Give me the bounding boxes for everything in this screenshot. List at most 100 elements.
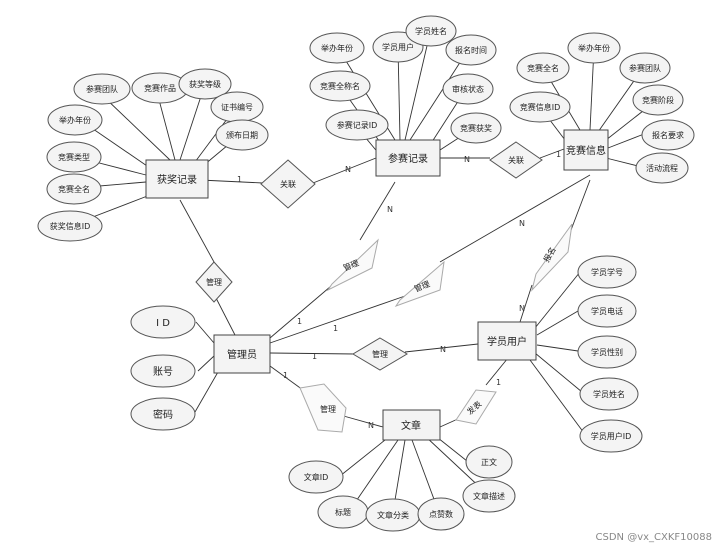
- cardinality-one: 1: [283, 371, 288, 380]
- cardinality-one: 1: [312, 352, 317, 361]
- attribute: 竞赛信息ID: [509, 91, 571, 123]
- attribute: 学员用户ID: [579, 419, 643, 453]
- entities: 获奖记录 参赛记录 竞赛信息 管理员 学员用户 文章: [145, 129, 609, 441]
- svg-text:竞赛类型: 竞赛类型: [58, 152, 90, 162]
- svg-text:证书编号: 证书编号: [221, 102, 253, 112]
- attribute: 参赛团队: [619, 52, 671, 84]
- svg-text:关联: 关联: [508, 155, 524, 165]
- relationship-admin-award: 管理: [195, 261, 233, 303]
- svg-text:举办年份: 举办年份: [59, 115, 91, 125]
- svg-text:学员姓名: 学员姓名: [415, 26, 447, 36]
- svg-text:竞赛全称名: 竞赛全称名: [320, 81, 360, 91]
- svg-text:竞赛全名: 竞赛全名: [527, 63, 559, 73]
- attribute: 学员性别: [577, 335, 637, 369]
- relationships: 关联 关联 管理 管理 管理 报名 管理 管理: [195, 141, 573, 433]
- entity-award-record: 获奖记录: [145, 159, 209, 199]
- attribute: 审核状态: [442, 73, 494, 105]
- svg-text:活动流程: 活动流程: [646, 163, 678, 173]
- svg-text:获奖等级: 获奖等级: [189, 79, 221, 89]
- attribute: 竞赛全名: [516, 52, 570, 84]
- svg-text:竞赛获奖: 竞赛获奖: [460, 123, 492, 133]
- attribute: 学员学号: [577, 255, 637, 289]
- svg-text:管理: 管理: [372, 349, 388, 359]
- svg-text:正文: 正文: [481, 457, 497, 467]
- svg-text:管理: 管理: [206, 277, 222, 287]
- cardinality-many: N: [387, 205, 393, 214]
- svg-text:账号: 账号: [153, 366, 173, 378]
- svg-text:标题: 标题: [335, 507, 351, 517]
- svg-text:点赞数: 点赞数: [429, 509, 453, 519]
- attribute: 学员电话: [577, 294, 637, 328]
- attribute: 报名要求: [641, 119, 695, 151]
- attribute: 竞赛阶段: [632, 84, 684, 116]
- attribute: 活动流程: [635, 152, 689, 184]
- attribute: 学员姓名: [405, 15, 457, 47]
- entity-student-user: 学员用户: [477, 321, 537, 361]
- attribute: 竞赛全称名: [309, 70, 371, 102]
- attributes-contest: 竞赛全名 举办年份 参赛团队 竞赛阶段 竞赛信息ID 报名要求 活动流程: [509, 32, 695, 184]
- attributes-admin: I D 账号 密码: [130, 305, 196, 431]
- svg-text:报名时间: 报名时间: [455, 45, 487, 55]
- attributes-award: 参赛团队 竞赛作品 获奖等级 举办年份 证书编号 颁布日期 竞赛类型 竞赛全名 …: [37, 68, 269, 242]
- cardinality-many: N: [368, 421, 374, 430]
- entity-label: 竞赛信息: [566, 144, 606, 157]
- attribute: 点赞数: [417, 497, 465, 531]
- relationship-admin-entry: 管理: [326, 238, 379, 292]
- attribute: 学员姓名: [579, 377, 639, 411]
- attribute: 参赛团队: [73, 73, 131, 105]
- cardinality-one: 1: [297, 317, 302, 326]
- relationship-entry-contest: 关联: [489, 141, 543, 179]
- svg-text:报名要求: 报名要求: [652, 130, 684, 140]
- cardinality-one: 1: [556, 150, 561, 159]
- relationship-admin-student: 管理: [352, 337, 408, 371]
- svg-text:I D: I D: [156, 318, 170, 329]
- entity-admin: 管理员: [213, 334, 271, 374]
- svg-text:获奖信息ID: 获奖信息ID: [50, 221, 91, 231]
- attribute: 竞赛全名: [46, 173, 102, 205]
- attributes-student: 学员学号 学员电话 学员性别 学员姓名 学员用户ID: [577, 255, 643, 453]
- svg-text:密码: 密码: [153, 408, 173, 421]
- svg-text:学员性别: 学员性别: [591, 347, 623, 357]
- relationship-student-article: 发表: [455, 389, 497, 425]
- attribute: 颁布日期: [215, 119, 269, 151]
- svg-text:管理: 管理: [320, 404, 336, 414]
- attribute: 密码: [130, 397, 196, 431]
- attribute: 获奖信息ID: [37, 210, 103, 242]
- cardinality-one: 1: [237, 175, 242, 184]
- svg-text:学员学号: 学员学号: [591, 267, 623, 277]
- attribute: 举办年份: [309, 32, 365, 64]
- attribute: 竞赛类型: [46, 141, 102, 173]
- svg-text:参赛团队: 参赛团队: [86, 84, 118, 94]
- entity-article: 文章: [382, 409, 441, 441]
- svg-text:举办年份: 举办年份: [578, 43, 610, 53]
- attribute: 正文: [465, 445, 513, 479]
- svg-text:举办年份: 举办年份: [321, 43, 353, 53]
- svg-text:文章ID: 文章ID: [304, 472, 329, 482]
- cardinality-many: N: [519, 304, 525, 313]
- svg-text:关联: 关联: [280, 179, 296, 189]
- entity-contest-info: 竞赛信息: [563, 129, 609, 171]
- attributes-article: 文章ID 标题 文章分类 点赞数 文章描述 正文: [288, 445, 516, 532]
- entity-label: 管理员: [227, 348, 257, 361]
- relationship-admin-contest: 管理: [394, 260, 445, 307]
- svg-text:竞赛全名: 竞赛全名: [58, 184, 90, 194]
- svg-text:文章分类: 文章分类: [377, 510, 409, 520]
- attribute: 标题: [317, 495, 369, 529]
- svg-text:参赛记录ID: 参赛记录ID: [337, 120, 378, 130]
- cardinality-one: 1: [496, 378, 501, 387]
- cardinality-many: N: [345, 165, 351, 174]
- svg-text:学员用户: 学员用户: [382, 42, 414, 52]
- entity-label: 文章: [401, 419, 421, 432]
- attribute: 账号: [130, 354, 196, 388]
- entity-label: 参赛记录: [388, 152, 428, 165]
- svg-text:学员用户ID: 学员用户ID: [591, 431, 632, 441]
- entity-label: 获奖记录: [157, 173, 197, 186]
- entity-label: 学员用户: [487, 335, 527, 348]
- attribute: I D: [130, 305, 196, 339]
- attribute: 文章分类: [365, 498, 421, 532]
- attribute: 获奖等级: [178, 68, 232, 100]
- relationship-student-contest: 报名: [531, 223, 573, 292]
- cardinality-many: N: [519, 219, 525, 228]
